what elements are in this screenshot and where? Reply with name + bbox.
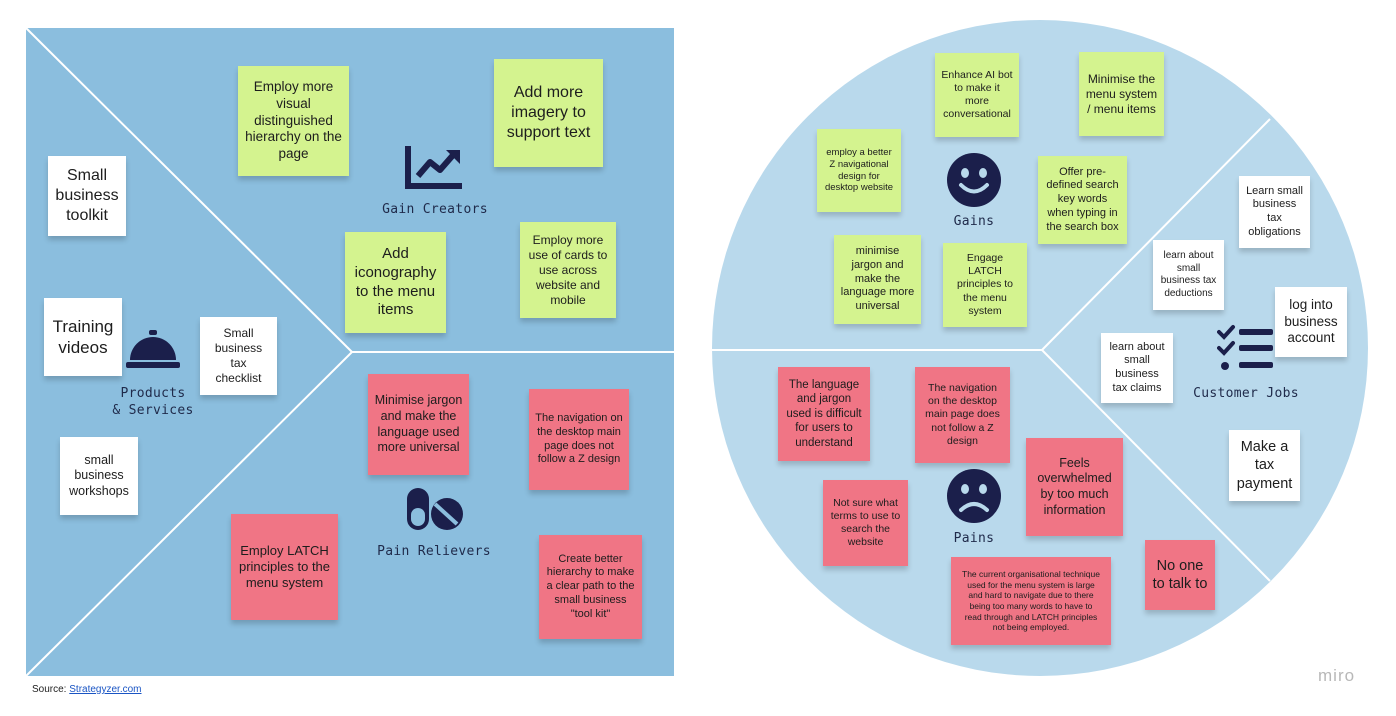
gains-label: Gains bbox=[953, 214, 995, 229]
sticky-note[interactable]: Enhance AI bot to make it more conversat… bbox=[935, 53, 1019, 137]
sticky-note[interactable]: Training videos bbox=[44, 298, 122, 376]
sticky-note[interactable]: Add iconography to the menu items bbox=[345, 232, 446, 333]
sticky-note[interactable]: The navigation on the desktop main page … bbox=[529, 389, 629, 490]
sticky-note[interactable]: Minimise the menu system / menu items bbox=[1079, 52, 1164, 136]
sticky-note[interactable]: Employ LATCH principles to the menu syst… bbox=[231, 514, 338, 620]
gain-creators-label: Gain Creators bbox=[382, 202, 488, 217]
sticky-note[interactable]: The current organisational technique use… bbox=[951, 557, 1111, 645]
sticky-note[interactable]: Make a tax payment bbox=[1229, 430, 1300, 501]
pain-relievers-label: Pain Relievers bbox=[377, 544, 491, 559]
pains-label: Pains bbox=[953, 531, 995, 546]
sticky-note[interactable]: Feels overwhelmed by too much informatio… bbox=[1026, 438, 1123, 536]
sad-face-icon bbox=[946, 468, 1002, 529]
customer-jobs-label: Customer Jobs bbox=[1193, 386, 1299, 401]
trending-up-chart-icon bbox=[404, 144, 464, 195]
sticky-note[interactable]: The language and jargon used is difficul… bbox=[778, 367, 870, 461]
sticky-note[interactable]: Not sure what terms to use to search the… bbox=[823, 480, 908, 566]
sticky-note[interactable]: Employ more use of cards to use across w… bbox=[520, 222, 616, 318]
sticky-note[interactable]: employ a better Z navigational design fo… bbox=[817, 129, 901, 212]
sticky-note[interactable]: minimise jargon and make the language mo… bbox=[834, 235, 921, 324]
sticky-note[interactable]: Employ more visual distinguished hierarc… bbox=[238, 66, 349, 176]
sticky-note[interactable]: small business workshops bbox=[60, 437, 138, 515]
sticky-note[interactable]: log into business account bbox=[1275, 287, 1347, 357]
sticky-note[interactable]: learn about small business tax deduction… bbox=[1153, 240, 1224, 310]
sticky-note[interactable]: The navigation on the desktop main page … bbox=[915, 367, 1010, 463]
sticky-note[interactable]: Minimise jargon and make the language us… bbox=[368, 374, 469, 475]
pills-icon bbox=[404, 486, 464, 537]
source-prefix: Source: bbox=[32, 684, 70, 695]
sticky-note[interactable]: Engage LATCH principles to the menu syst… bbox=[943, 243, 1027, 327]
source-citation: Source: Strategyzer.com bbox=[32, 684, 142, 695]
sticky-note[interactable]: Learn small business tax obligations bbox=[1239, 176, 1310, 248]
checklist-icon bbox=[1217, 324, 1275, 377]
smiley-face-icon bbox=[946, 152, 1002, 213]
source-link[interactable]: Strategyzer.com bbox=[69, 684, 142, 695]
sticky-note[interactable]: Small business tax checklist bbox=[200, 317, 277, 395]
service-bell-icon bbox=[124, 328, 182, 379]
sticky-note[interactable]: Add more imagery to support text bbox=[494, 59, 603, 167]
sticky-note[interactable]: Offer pre-defined search key words when … bbox=[1038, 156, 1127, 244]
miro-logo: miro bbox=[1318, 666, 1356, 685]
sticky-note[interactable]: No one to talk to bbox=[1145, 540, 1215, 610]
sticky-note[interactable]: Create better hierarchy to make a clear … bbox=[539, 535, 642, 639]
sticky-note[interactable]: Small business toolkit bbox=[48, 156, 126, 236]
sticky-note[interactable]: learn about small business tax claims bbox=[1101, 333, 1173, 403]
products-services-label: Products & Services bbox=[112, 386, 194, 418]
